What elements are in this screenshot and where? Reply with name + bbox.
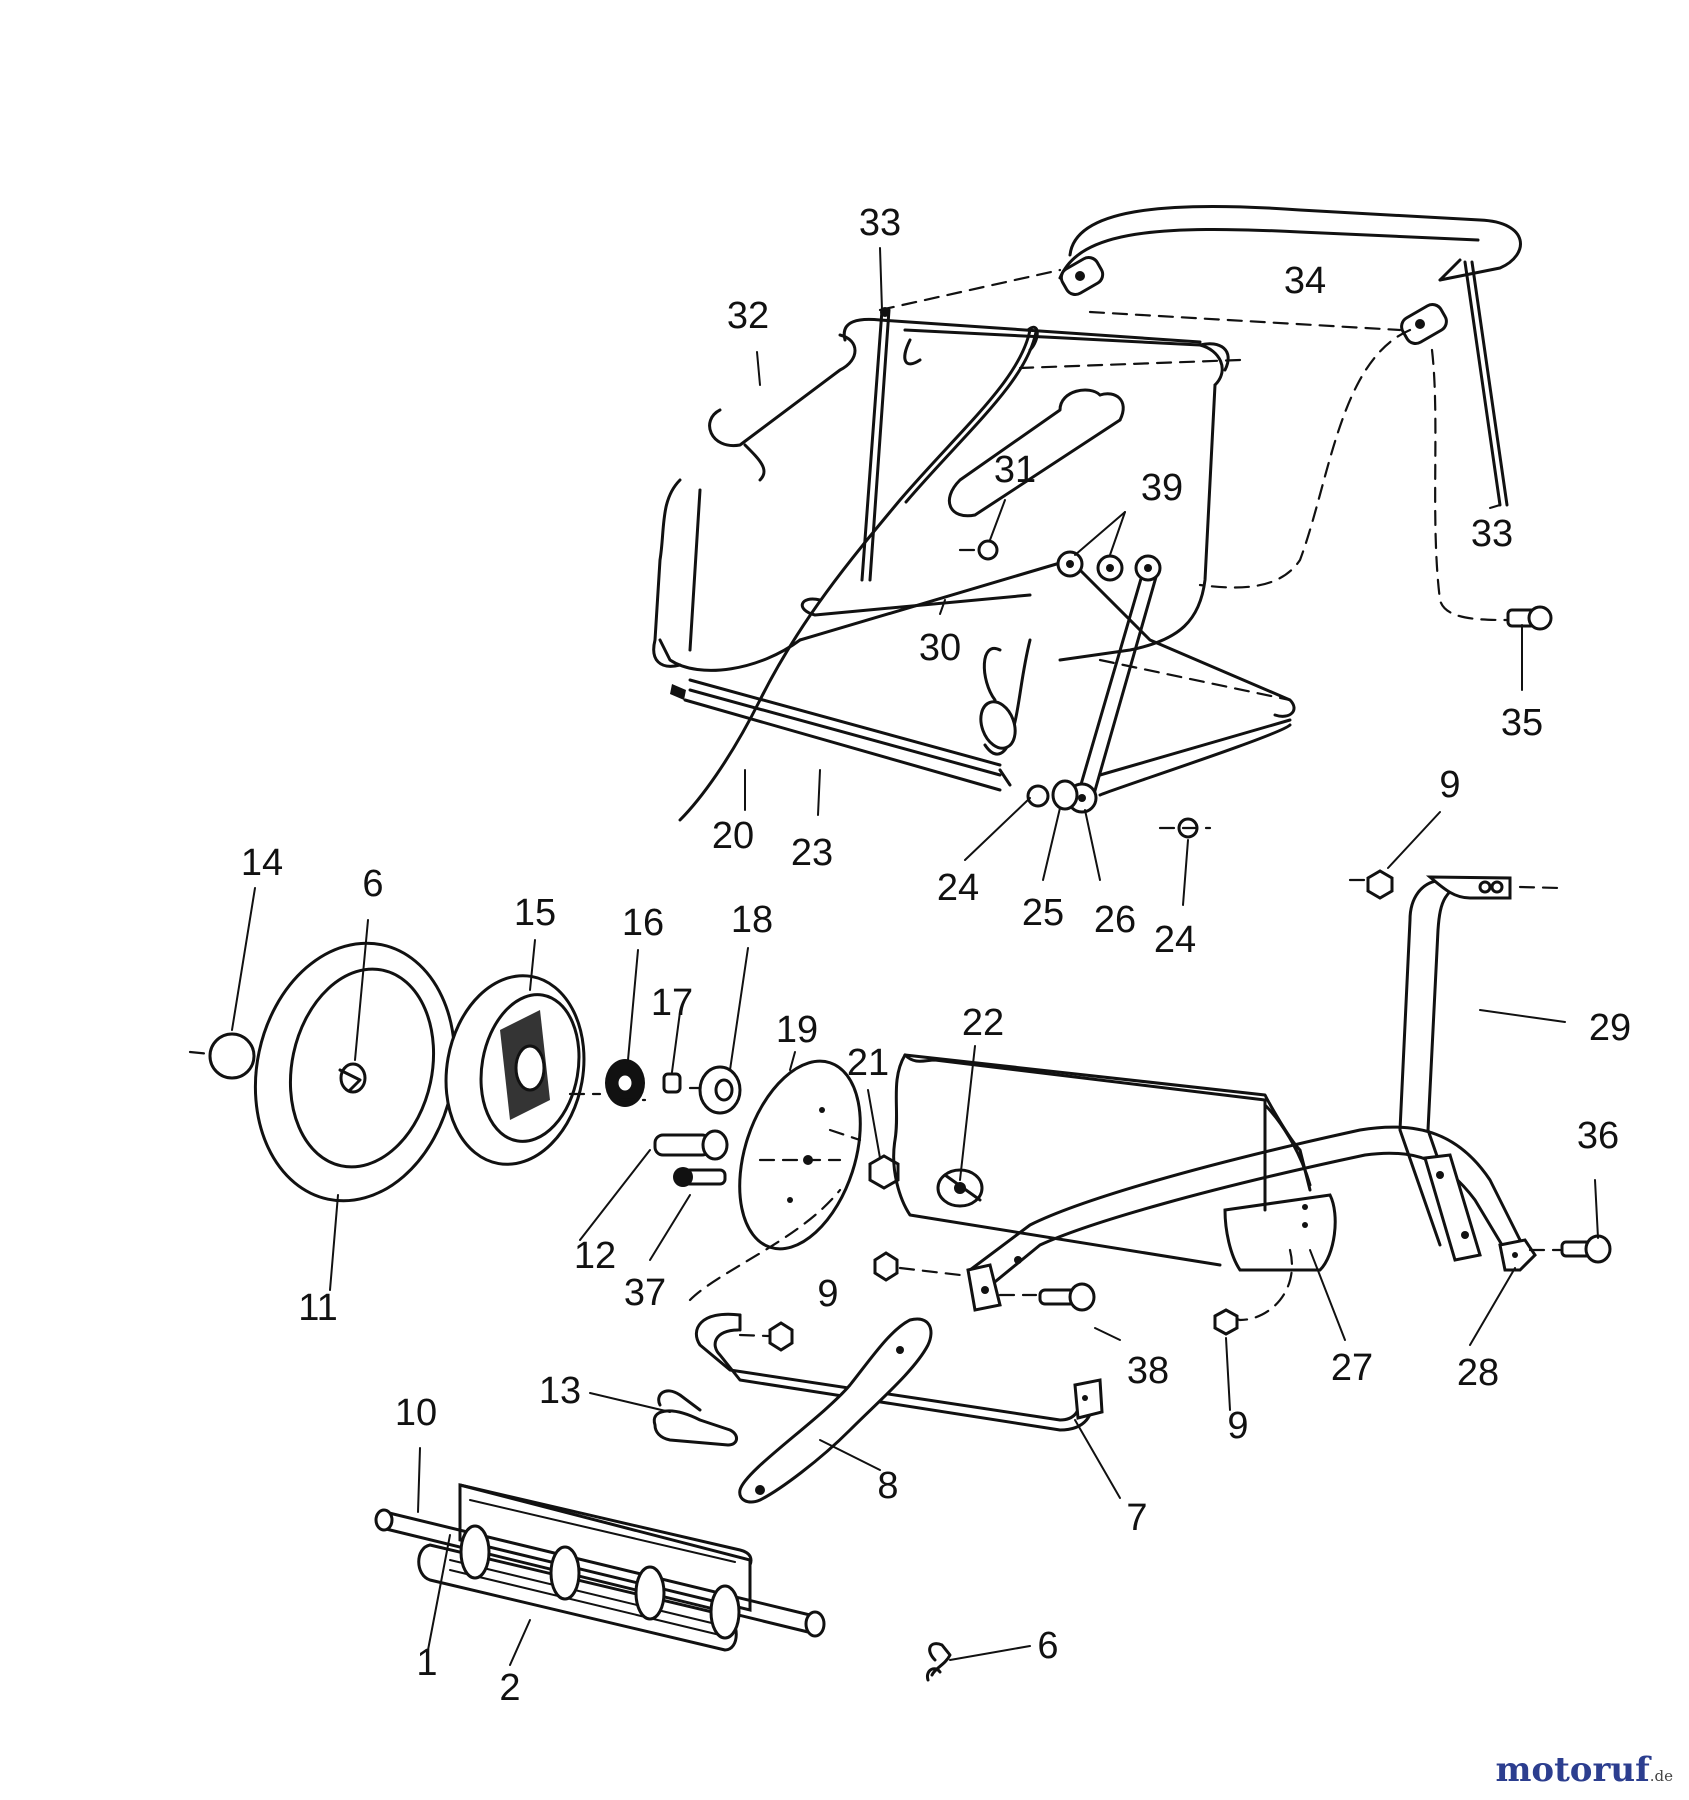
callout-31: 31 [994, 449, 1036, 491]
callout-6b: 6 [1037, 1625, 1058, 1667]
callout-16: 16 [622, 902, 664, 944]
bolt-35 [1506, 605, 1553, 631]
roller-assembly [374, 1483, 826, 1652]
callout-33b: 33 [1471, 513, 1513, 555]
wheel-rim-15 [444, 974, 586, 1166]
housing-22 [892, 1053, 1337, 1322]
callout-36: 36 [1577, 1115, 1619, 1157]
axle-12 [579, 1129, 729, 1241]
callout-8: 8 [877, 1465, 898, 1507]
wheel-tyre-11 [253, 941, 457, 1203]
callout-39: 39 [1141, 467, 1183, 509]
watermark-tld: .de [1649, 1767, 1673, 1785]
frame-7 [694, 1312, 1104, 1432]
callout-19: 19 [776, 1009, 818, 1051]
bracket-8 [738, 1317, 933, 1504]
bolt-37 [649, 1167, 727, 1261]
callout-23: 23 [791, 832, 833, 874]
watermark-logo: motoruf.de [1495, 1750, 1673, 1790]
bag-frame [652, 317, 1296, 797]
callout-27: 27 [1331, 1347, 1373, 1389]
clip-6 [925, 1642, 952, 1682]
callout-28: 28 [1457, 1352, 1499, 1394]
handle-arm-29 [1398, 875, 1562, 1262]
bolt-38 [998, 1282, 1096, 1312]
callout-13: 13 [539, 1370, 581, 1412]
cable-20 [678, 328, 1032, 822]
callout-12: 12 [574, 1235, 616, 1277]
bolt-36 [1528, 1234, 1612, 1264]
callout-34: 34 [1284, 260, 1326, 302]
callout-9a: 9 [1439, 764, 1460, 806]
callout-25: 25 [1022, 892, 1064, 934]
callout-20: 20 [712, 815, 754, 857]
watermark-brand: motoruf [1495, 1750, 1650, 1790]
callout-33a: 33 [859, 202, 901, 244]
callout-24b: 24 [1154, 919, 1196, 961]
callout-29: 29 [1589, 1007, 1631, 1049]
callout-6a: 6 [362, 863, 383, 905]
callout-15: 15 [514, 892, 556, 934]
callout-30: 30 [919, 627, 961, 669]
leader-lines [231, 247, 1599, 1666]
pin-13 [652, 1389, 738, 1447]
callout-24a: 24 [937, 867, 979, 909]
callout-38: 38 [1127, 1350, 1169, 1392]
callout-1: 1 [416, 1642, 437, 1684]
support-rod-33-left [860, 307, 891, 582]
callout-9b: 9 [817, 1273, 838, 1315]
handle-bar-34 [1058, 204, 1522, 345]
support-rod-33-right [1463, 260, 1509, 507]
gear-16 [605, 1059, 645, 1107]
callout-17: 17 [651, 982, 693, 1024]
bushing-18 [698, 1065, 742, 1115]
callout-18: 18 [731, 899, 773, 941]
callout-10: 10 [395, 1392, 437, 1434]
callout-2: 2 [499, 1667, 520, 1709]
nut-21 [868, 1154, 900, 1190]
side-arm-25-26 [1026, 554, 1162, 814]
callout-22: 22 [962, 1002, 1004, 1044]
hub-cap-14 [188, 1032, 256, 1080]
pin-17 [662, 1072, 682, 1094]
handle-arm-28 [1498, 1238, 1537, 1272]
callout-7: 7 [1126, 1497, 1147, 1539]
callout-11: 11 [298, 1287, 337, 1329]
callout-21: 21 [847, 1042, 889, 1084]
callout-32: 32 [727, 295, 769, 337]
callout-14: 14 [241, 842, 283, 884]
callout-35: 35 [1501, 702, 1543, 744]
callout-labels: 33 34 32 31 39 33 30 35 20 23 24 25 26 2… [241, 202, 1631, 1709]
callout-26: 26 [1094, 899, 1136, 941]
callout-9c: 9 [1227, 1405, 1248, 1447]
callout-37: 37 [624, 1272, 666, 1314]
